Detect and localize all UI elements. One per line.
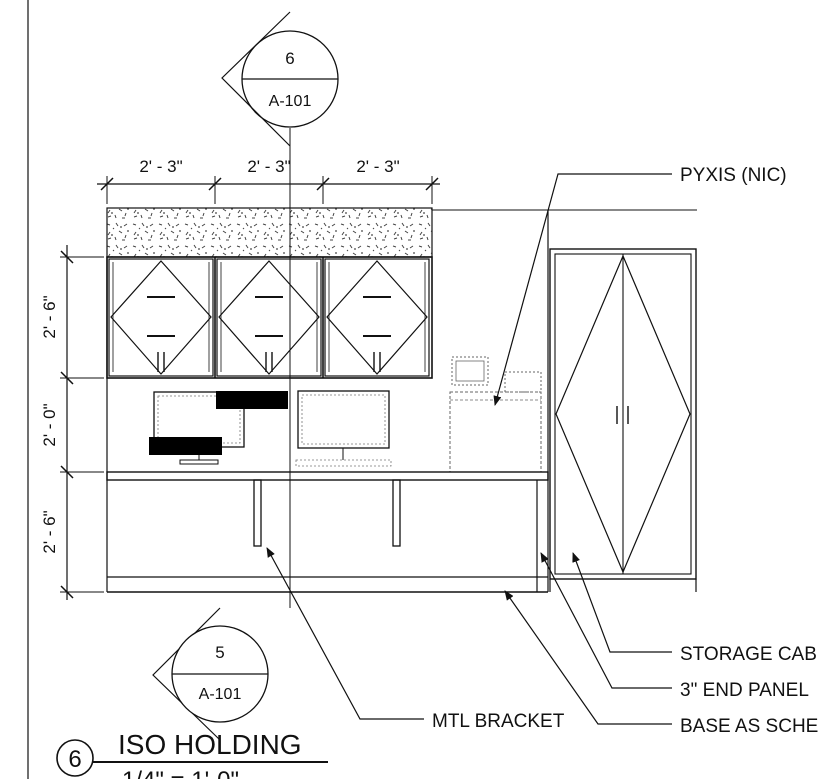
callout-mtl-bracket-label: MTL BRACKET — [432, 711, 565, 732]
section-marker-bottom: 5 A-101 — [152, 607, 269, 741]
top-dimension-string: 2' - 3" 2' - 3" 2' - 3" — [97, 157, 440, 204]
drawing-scale: 1/4" = 1'-0" — [122, 767, 239, 779]
callout-base: BASE AS SCHE — [504, 590, 818, 737]
pyxis-unit — [449, 356, 542, 473]
callout-end-panel: 3" END PANEL — [540, 552, 809, 701]
callout-storage-cab: STORAGE CAB — [572, 552, 817, 665]
left-dimension-string: 2' - 6" 2' - 0" 2' - 6" — [40, 245, 104, 600]
section-marker-bottom-number: 5 — [215, 643, 224, 662]
callout-pyxis: PYXIS (NIC) — [493, 165, 787, 406]
redaction-bar-top — [216, 391, 288, 409]
soffit — [106, 207, 697, 258]
callout-pyxis-label: PYXIS (NIC) — [680, 165, 787, 186]
dim-left-1: 2' - 6" — [40, 295, 59, 338]
section-marker-bottom-sheet: A-101 — [199, 686, 242, 703]
storage-cabinet — [549, 248, 697, 592]
counter-and-base — [106, 471, 549, 593]
dim-left-2: 2' - 0" — [40, 403, 59, 446]
callout-base-label: BASE AS SCHE — [680, 716, 818, 737]
drawing-number: 6 — [68, 746, 81, 773]
section-marker-top-number: 6 — [285, 49, 294, 68]
dim-top-2: 2' - 3" — [247, 157, 290, 176]
callout-storage-cab-label: STORAGE CAB — [680, 644, 817, 665]
section-marker-top-sheet: A-101 — [269, 93, 312, 110]
upper-cabinets — [106, 256, 433, 379]
dim-top-1: 2' - 3" — [139, 157, 182, 176]
drawing-title: ISO HOLDING — [118, 729, 302, 760]
drawing-title-block: 6 ISO HOLDING 1/4" = 1'-0" — [56, 729, 328, 779]
redaction-bar-bottom — [149, 437, 222, 455]
monitor-right — [295, 390, 392, 467]
wall-outline — [106, 210, 549, 592]
dim-top-3: 2' - 3" — [356, 157, 399, 176]
callout-mtl-bracket: MTL BRACKET — [266, 547, 565, 732]
dim-left-3: 2' - 6" — [40, 510, 59, 553]
callout-end-panel-label: 3" END PANEL — [680, 680, 809, 701]
section-marker-top: 6 A-101 — [221, 11, 339, 147]
